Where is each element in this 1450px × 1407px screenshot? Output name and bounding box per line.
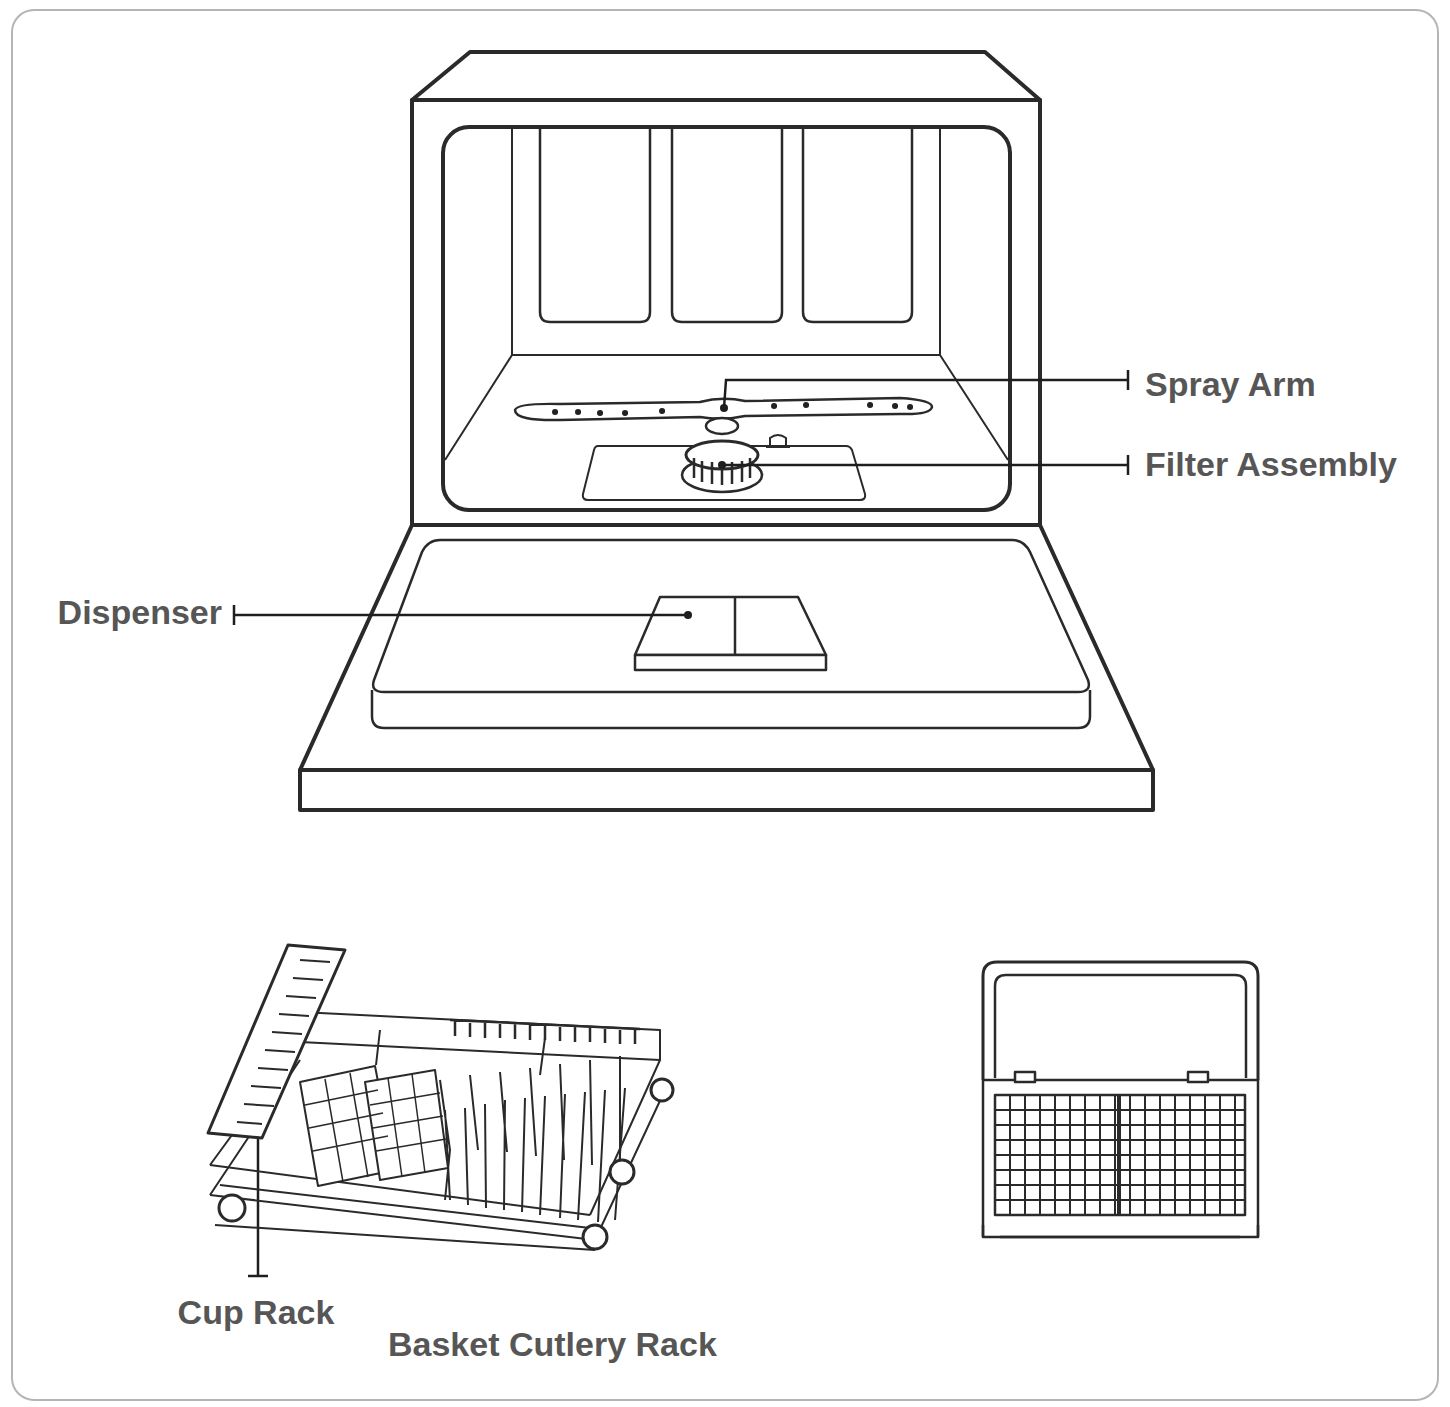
part-label: Filter Assembly — [1145, 444, 1397, 484]
rack-rim — [300, 1012, 660, 1060]
leader-dot — [718, 461, 726, 469]
tub-cavity — [443, 127, 1010, 510]
basket-grid — [995, 1095, 1245, 1215]
rack-wheel — [583, 1225, 607, 1249]
part-label: Dispenser — [58, 592, 222, 632]
filter-drawing — [583, 435, 865, 500]
door-drawing — [300, 525, 1153, 810]
basket-handle-inner — [995, 975, 1246, 1078]
dishwasher-body — [412, 52, 1040, 525]
leader-dot — [684, 611, 692, 619]
dish-rack-drawing — [208, 945, 673, 1250]
tub-walls — [445, 127, 1008, 460]
rack-tines — [440, 1056, 625, 1222]
dispenser-divider — [734, 597, 737, 655]
back-panel — [803, 127, 912, 322]
outer-frame — [12, 10, 1438, 1400]
cabinet — [412, 100, 1040, 525]
back-panel — [672, 127, 782, 322]
filter-mesh — [694, 458, 750, 485]
filter-base — [682, 458, 762, 492]
leader-line — [234, 605, 688, 625]
cutlery-insert — [365, 1070, 448, 1180]
part-label: Cup Rack — [178, 1292, 335, 1332]
door-outer — [300, 525, 1153, 770]
basket-body — [983, 1080, 1258, 1237]
rack-bottom — [210, 1165, 595, 1250]
cutlery-basket-drawing — [983, 962, 1258, 1237]
float-switch — [766, 435, 790, 447]
rack-wheel — [651, 1079, 673, 1101]
dispenser-front — [635, 655, 826, 670]
door-edge — [300, 770, 1153, 810]
spray-holes — [555, 405, 910, 413]
dispenser-lid — [635, 597, 826, 655]
top-panel — [412, 52, 1040, 100]
rack-wheel — [610, 1160, 634, 1184]
spray-hub — [706, 418, 738, 434]
basket-hinge — [1188, 1072, 1208, 1082]
leader-line — [724, 370, 1128, 408]
basket-handle — [983, 962, 1258, 1080]
leader-line — [722, 455, 1128, 475]
part-label: Spray Arm — [1145, 364, 1316, 404]
rack-wheel — [219, 1195, 245, 1221]
part-label: Basket Cutlery Rack — [388, 1324, 717, 1364]
door-lip — [372, 690, 1090, 728]
dispenser-drawing — [635, 597, 826, 670]
back-panel — [540, 127, 650, 322]
basket-hinge — [1015, 1072, 1035, 1082]
basket-feet — [983, 1225, 1258, 1237]
leader-dot — [720, 404, 728, 412]
basket-mesh — [995, 1095, 1245, 1215]
insert-grid — [305, 1073, 446, 1182]
